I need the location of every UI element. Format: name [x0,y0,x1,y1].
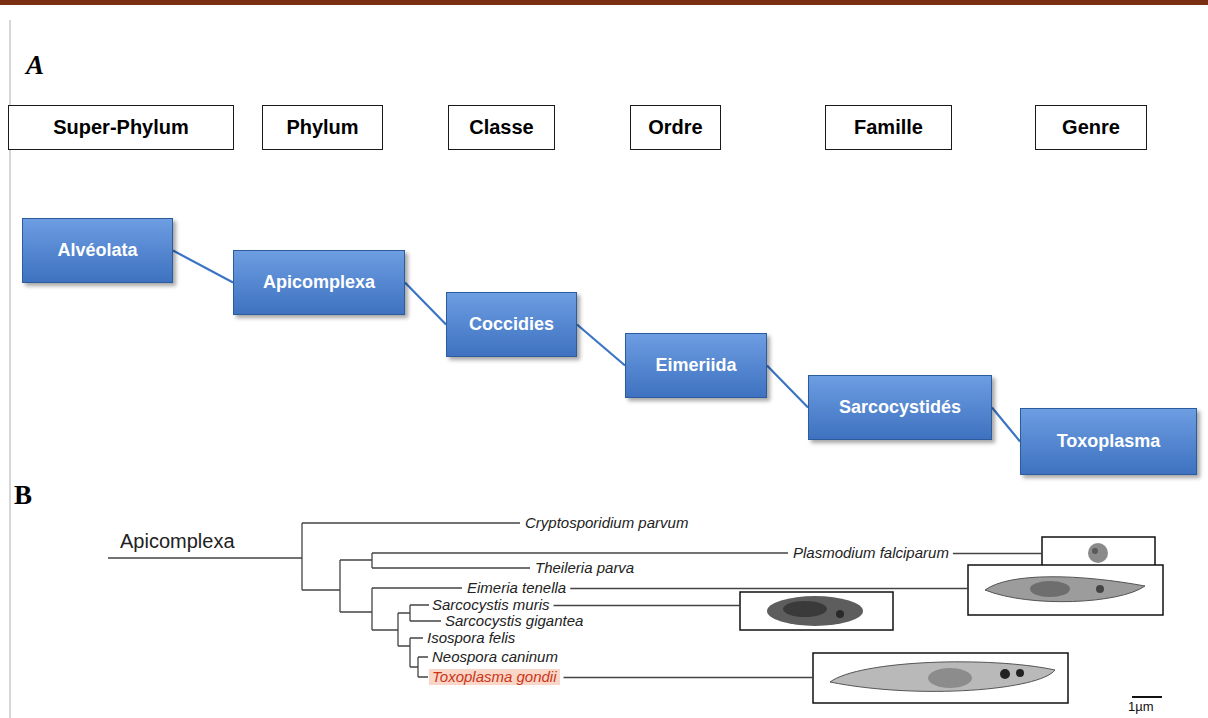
species-name: Cryptosporidium parvum [525,515,688,531]
node-label: Apicomplexa [263,272,375,293]
taxon-box: Eimeriida [625,333,767,398]
rank-box: Phylum [262,105,383,150]
taxon-box: Alvéolata [22,218,173,283]
scale-label: 1µm [1128,699,1154,714]
taxon-box: Sarcocystidés [808,375,992,440]
scale-bar [1132,696,1162,698]
rank-box: Classe [448,105,555,150]
connector-line [767,366,808,408]
taxon-box: Apicomplexa [233,250,405,315]
rank-box: Super-Phylum [8,105,234,150]
species-name: Plasmodium falciparum [793,545,949,561]
micrograph [968,565,1163,615]
species-name: Sarcocystis muris [432,597,550,613]
node-label: Genre [1062,116,1120,139]
rank-box: Genre [1035,105,1147,150]
leader-line [570,588,968,589]
connector-line [173,251,233,283]
connector-line [405,283,446,325]
node-label: Famille [854,116,923,139]
leader-line [564,677,813,678]
species-name: Theileria parva [535,560,634,576]
phylogenetic-tree [108,523,788,677]
micrograph [1042,537,1155,569]
node-label: Alvéolata [57,240,137,261]
leader-line [953,553,1042,554]
node-label: Coccidies [469,314,554,335]
taxon-box: Toxoplasma [1020,408,1197,475]
rank-box: Ordre [630,105,721,150]
node-label: Eimeriida [655,355,736,376]
species-name: Eimeria tenella [467,580,566,596]
connector-line [577,325,625,366]
species-name: Sarcocystis gigantea [445,613,583,629]
node-label: Sarcocystidés [839,397,961,418]
species-name: Isospora felis [427,630,515,646]
section-letter: A [26,50,44,80]
node-label: Classe [469,116,534,139]
rank-box: Famille [825,105,952,150]
micrograph [740,592,893,630]
clade-name: Apicomplexa [120,530,235,552]
node-label: Ordre [648,116,702,139]
species-name: Neospora caninum [432,649,558,665]
species-name: Toxoplasma gondii [429,669,560,685]
node-label: Phylum [286,116,358,139]
taxon-box: Coccidies [446,292,577,357]
node-label: Super-Phylum [53,116,189,139]
leader-line [554,605,740,606]
top-bar [0,0,1208,5]
node-label: Toxoplasma [1057,431,1161,452]
connector-line [992,408,1020,442]
micrograph [813,653,1068,703]
section-letter: B [14,480,32,510]
